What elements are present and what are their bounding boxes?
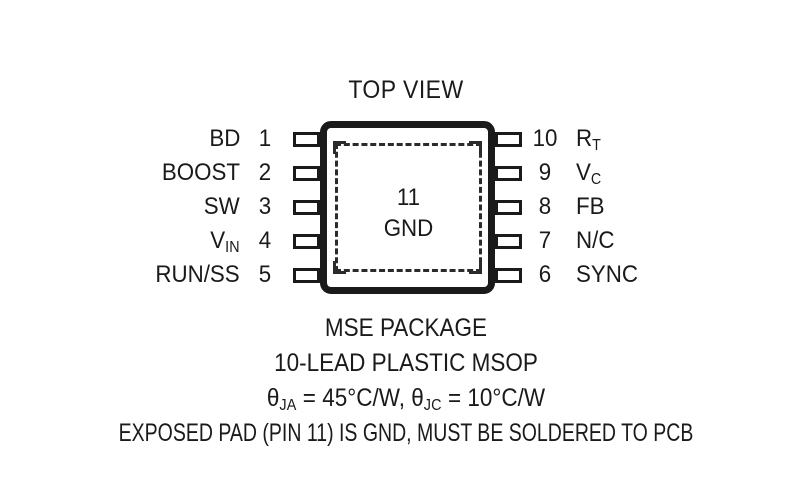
pin-row-left-1: BD 1 bbox=[30, 125, 280, 153]
exposed-pad-corner-bottom-left bbox=[333, 261, 346, 274]
pin-label-nc: N/C bbox=[576, 227, 615, 254]
pin-label-rt: RT bbox=[576, 125, 602, 154]
lead-pin-8 bbox=[495, 200, 522, 215]
caption-thermal-resistance: θJA = 45°C/W, θJC = 10°C/W bbox=[41, 384, 772, 415]
pin-row-left-4: VIN 4 bbox=[30, 227, 280, 256]
lead-pin-4 bbox=[293, 234, 320, 249]
pin-number-7: 7 bbox=[538, 227, 552, 254]
exposed-pad-pin-name: GND bbox=[383, 215, 434, 242]
pin-label-sw: SW bbox=[204, 193, 240, 220]
exposed-pad-corner-top-left bbox=[333, 141, 346, 154]
pin-label-fb: FB bbox=[576, 193, 605, 220]
theta-ja-symbol: θ bbox=[266, 384, 280, 412]
pin-number-1: 1 bbox=[258, 125, 272, 152]
top-view-title: TOP VIEW bbox=[348, 76, 464, 104]
exposed-pad-pin-number: 11 bbox=[396, 184, 421, 211]
pin-number-3: 3 bbox=[258, 193, 272, 220]
pin-row-right-8: 8 FB bbox=[530, 193, 790, 221]
theta-jc-value: = 10°C/W bbox=[441, 384, 546, 412]
pin-row-right-10: 10 RT bbox=[530, 125, 790, 154]
theta-ja-subscript: JA bbox=[279, 397, 297, 415]
exposed-pad-corner-top-right bbox=[469, 141, 482, 154]
lead-pin-9 bbox=[495, 166, 522, 181]
lead-pin-7 bbox=[495, 234, 522, 249]
pin-row-left-5: RUN/SS 5 bbox=[30, 261, 280, 289]
pin-label-sync: SYNC bbox=[576, 261, 639, 288]
pin-label-vc: VC bbox=[576, 159, 602, 188]
package-body-outline bbox=[320, 121, 495, 294]
theta-jc-symbol: θ bbox=[411, 384, 424, 412]
pin-number-9: 9 bbox=[538, 159, 552, 186]
pin-row-right-7: 7 N/C bbox=[530, 227, 790, 255]
theta-jc-subscript: JC bbox=[423, 397, 442, 415]
theta-ja-value: = 45°C/W, bbox=[296, 384, 412, 412]
pin-label-vin: VIN bbox=[210, 227, 240, 256]
caption-exposed-pad-note: EXPOSED PAD (PIN 11) IS GND, MUST BE SOL… bbox=[118, 419, 694, 447]
pin-label-run-ss: RUN/SS bbox=[155, 261, 240, 288]
lead-pin-10 bbox=[495, 132, 522, 147]
pin-number-4: 4 bbox=[258, 227, 272, 254]
exposed-pad-outline bbox=[335, 143, 482, 272]
lead-pin-2 bbox=[293, 166, 320, 181]
caption-package-name: MSE PACKAGE bbox=[324, 314, 488, 342]
pin-row-left-3: SW 3 bbox=[30, 193, 280, 221]
pin-row-right-6: 6 SYNC bbox=[530, 261, 790, 289]
pin-number-10: 10 bbox=[532, 125, 558, 152]
lead-pin-5 bbox=[293, 268, 320, 283]
pin-row-right-9: 9 VC bbox=[530, 159, 790, 188]
pin-number-8: 8 bbox=[538, 193, 552, 220]
pin-number-5: 5 bbox=[258, 261, 272, 288]
pin-number-6: 6 bbox=[538, 261, 552, 288]
lead-pin-1 bbox=[293, 132, 320, 147]
caption-package-type: 10-LEAD PLASTIC MSOP bbox=[274, 349, 538, 377]
pin-number-2: 2 bbox=[258, 159, 272, 186]
pin-row-left-2: BOOST 2 bbox=[30, 159, 280, 187]
lead-pin-3 bbox=[293, 200, 320, 215]
pin-label-bd: BD bbox=[208, 125, 240, 152]
pin-label-boost: BOOST bbox=[161, 159, 240, 186]
lead-pin-6 bbox=[495, 268, 522, 283]
exposed-pad-corner-bottom-right bbox=[469, 261, 482, 274]
